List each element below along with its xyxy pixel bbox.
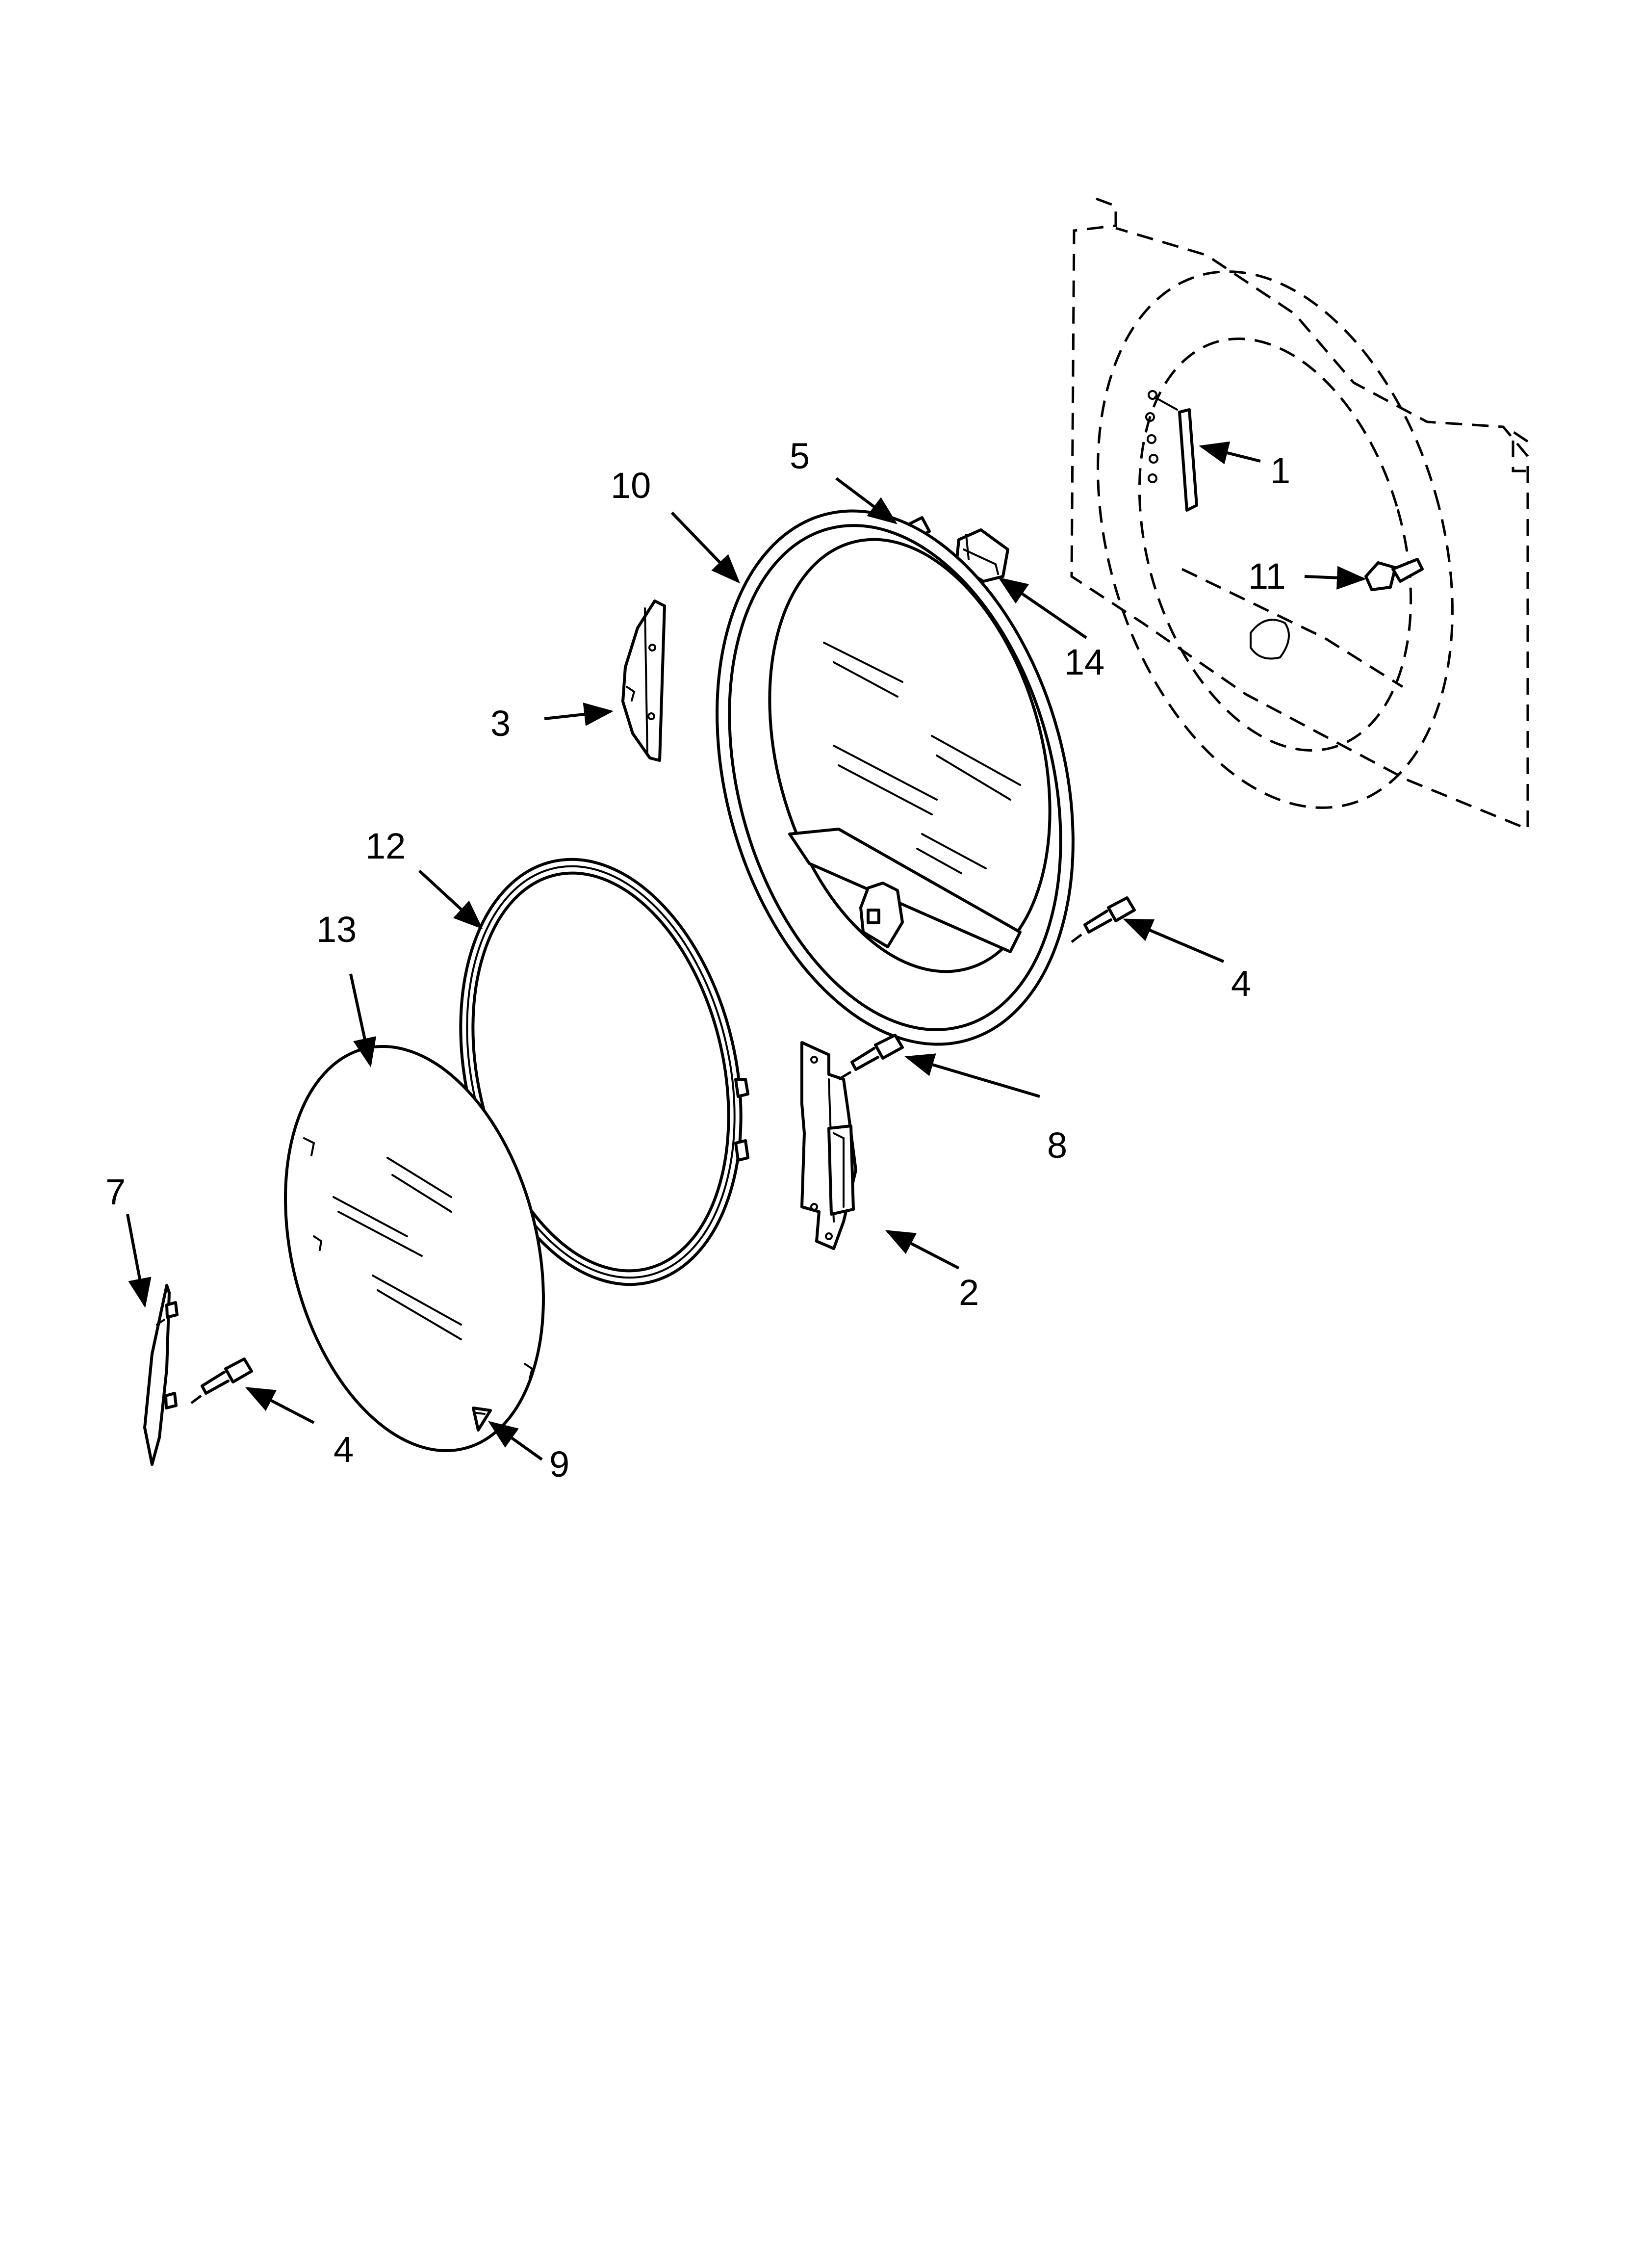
part-13-inner-glass — [284, 1045, 545, 1452]
callout-11: 11 — [1248, 556, 1286, 597]
leader-9 — [488, 1421, 543, 1461]
callout-9: 9 — [549, 1444, 569, 1485]
leader-2 — [885, 1230, 960, 1270]
part-12-gasket-ring — [459, 858, 749, 1286]
part-3-hinge-cover — [621, 600, 666, 762]
dryer-front-panel — [1070, 197, 1529, 831]
door-latch-bump — [859, 882, 904, 948]
leader-12 — [418, 869, 483, 930]
leader-4a — [1123, 918, 1225, 963]
callout-labels: 1 2 3 4 4 5 7 8 9 10 11 12 13 14 — [105, 436, 1290, 1485]
callout-4a: 4 — [1231, 963, 1251, 1004]
part-2-hinge — [800, 1041, 857, 1250]
callout-4b: 4 — [334, 1429, 354, 1470]
part-1-bracket — [1154, 396, 1198, 512]
leader-3 — [544, 703, 614, 726]
glass-reflection-lines — [333, 1157, 462, 1340]
part-8-screw — [838, 1034, 904, 1081]
callout-10: 10 — [611, 465, 651, 506]
leader-1 — [1199, 441, 1261, 465]
part-11-screw — [1364, 558, 1424, 591]
part-7-door-handle — [143, 1284, 179, 1466]
part-9-clip — [472, 1407, 492, 1432]
part-4-screw-upper — [1071, 896, 1136, 943]
leader-8 — [904, 1053, 1040, 1098]
leader-10 — [670, 511, 741, 584]
callout-7: 7 — [105, 1172, 126, 1212]
leader-5 — [835, 477, 898, 524]
door-glass-reflection-lines — [823, 642, 1021, 874]
dryer-door-hinge-holes — [1145, 390, 1158, 483]
leader-14 — [998, 577, 1087, 639]
callout-2: 2 — [959, 1272, 979, 1313]
callout-1: 1 — [1270, 450, 1290, 491]
part-4-screw-lower — [190, 1357, 253, 1404]
callout-14: 14 — [1064, 642, 1104, 682]
callout-12: 12 — [365, 826, 406, 866]
part-10-outer-door — [716, 509, 1075, 1046]
callout-3: 3 — [490, 703, 511, 744]
callout-13: 13 — [316, 909, 357, 950]
callout-5: 5 — [790, 436, 810, 476]
callout-8: 8 — [1047, 1125, 1067, 1166]
leader-4b — [245, 1387, 315, 1424]
leader-lines — [126, 441, 1366, 1461]
leader-11 — [1304, 566, 1366, 590]
leader-7 — [126, 1214, 152, 1308]
leader-13 — [349, 973, 377, 1068]
